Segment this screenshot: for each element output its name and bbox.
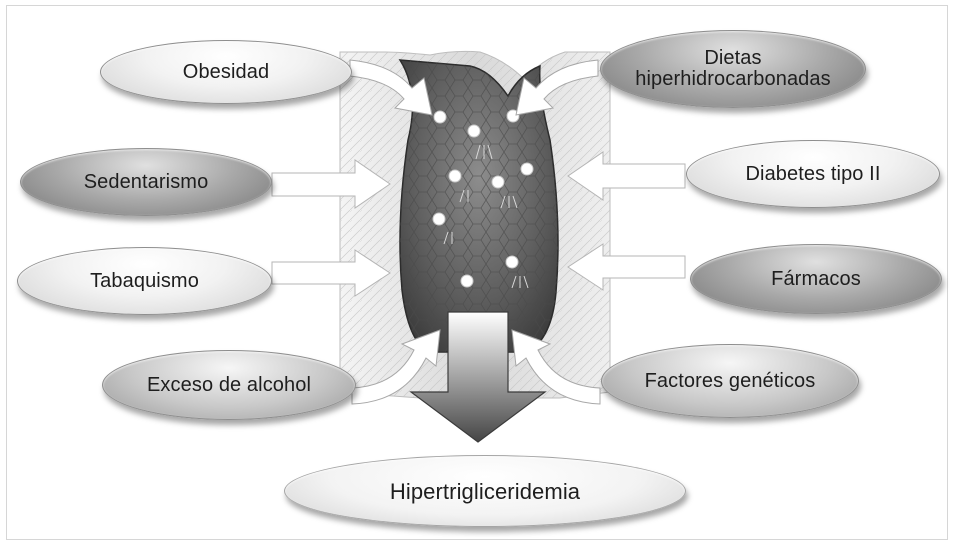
factor-sedentarismo-label: Sedentarismo <box>84 172 209 193</box>
factor-alcohol: Exceso de alcohol <box>102 350 356 420</box>
factor-dietas-label: Dietas hiperhidrocarbonadas <box>635 48 830 90</box>
factor-tabaquismo-label: Tabaquismo <box>90 271 199 292</box>
factor-farmacos-label: Fármacos <box>771 269 861 290</box>
factor-sedentarismo: Sedentarismo <box>20 148 272 216</box>
factor-geneticos-label: Factores genéticos <box>645 371 816 392</box>
factor-geneticos: Factores genéticos <box>601 344 859 418</box>
factor-tabaquismo: Tabaquismo <box>17 247 272 315</box>
factor-obesidad: Obesidad <box>100 40 352 104</box>
factor-obesidad-label: Obesidad <box>183 62 269 83</box>
result-label: Hipertrigliceridemia <box>390 481 580 502</box>
result-hipertrigliceridemia: Hipertrigliceridemia <box>284 455 686 527</box>
factor-diabetes: Diabetes tipo II <box>686 140 940 208</box>
factor-farmacos: Fármacos <box>690 244 942 314</box>
factor-dietas: Dietas hiperhidrocarbonadas <box>600 30 866 108</box>
factor-diabetes-label: Diabetes tipo II <box>745 164 880 185</box>
factor-alcohol-label: Exceso de alcohol <box>147 375 311 396</box>
